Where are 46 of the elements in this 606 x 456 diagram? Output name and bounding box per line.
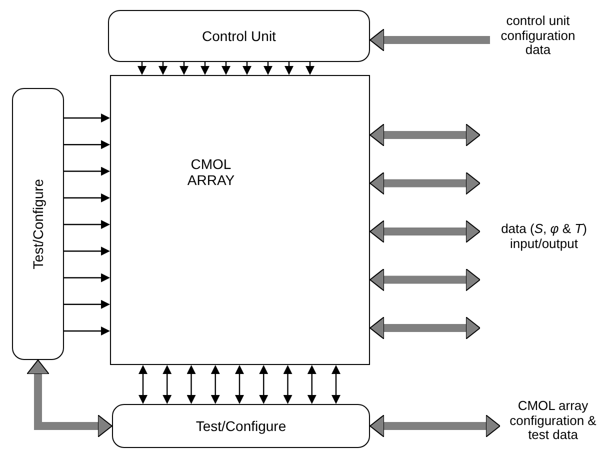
arrow	[64, 300, 110, 309]
caption-text: control unit configuration data	[500, 14, 576, 58]
arrow	[306, 62, 314, 75]
caption-text: data (S, φ & T) input/output	[500, 222, 588, 252]
arrow	[64, 140, 110, 150]
arrow	[162, 365, 172, 404]
control-unit-box	[108, 10, 370, 62]
arrow	[64, 273, 110, 282]
arrow	[259, 365, 268, 404]
thick-arrow	[370, 124, 480, 146]
arrow	[332, 365, 340, 404]
thick-arrow	[370, 316, 480, 340]
thick-arrow	[370, 28, 490, 52]
arrow	[283, 365, 292, 404]
arrow	[138, 62, 146, 75]
arrow	[210, 365, 220, 404]
arrow	[242, 62, 252, 75]
test-configure-box	[112, 404, 370, 448]
arrow	[222, 62, 230, 75]
thick-arrow	[370, 268, 480, 292]
array-block	[110, 75, 370, 365]
arrow	[284, 62, 294, 75]
arrow	[64, 166, 110, 176]
arrow	[200, 62, 210, 75]
arrow	[64, 193, 110, 202]
label: Test/Configure	[196, 418, 286, 434]
arrow	[235, 365, 244, 404]
arrow	[64, 246, 110, 256]
thick-arrow	[370, 220, 480, 243]
thick-arrow	[26, 360, 112, 438]
arrow	[180, 62, 188, 75]
thick-arrow	[370, 414, 500, 438]
label: Control Unit	[202, 28, 276, 44]
arrow	[158, 62, 168, 75]
arrow	[264, 62, 272, 75]
arrow	[64, 326, 110, 336]
arrow	[186, 365, 196, 404]
caption-text: CMOL array configuration & test data	[508, 398, 598, 444]
label: Test/Configure	[30, 178, 46, 270]
test-configure-box	[12, 88, 64, 360]
arrow	[307, 365, 316, 404]
arrow	[64, 220, 110, 229]
arrow	[64, 114, 110, 122]
thick-arrow	[370, 172, 480, 195]
label: CMOL ARRAY	[186, 156, 236, 188]
arrow	[138, 365, 148, 404]
